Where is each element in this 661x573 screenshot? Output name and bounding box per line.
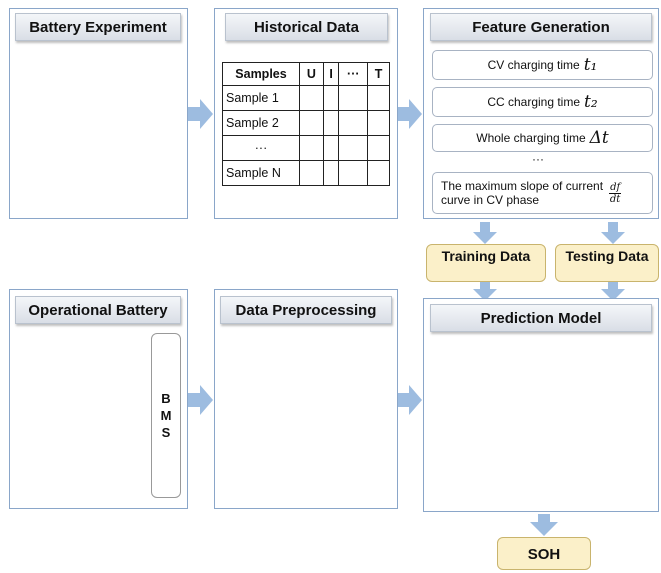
soh-box: SOH: [497, 537, 591, 570]
feature-cv-symbol: t₁: [583, 55, 598, 75]
feature-cc-time: CC charging time t₂: [432, 87, 653, 117]
bms-letter-b: B: [161, 391, 171, 406]
table-row: ···: [222, 135, 390, 161]
feature-whole-label: Whole charging time: [476, 131, 586, 145]
feature-max-slope: The maximum slope of current curve in CV…: [432, 172, 653, 214]
operational-battery-title: Operational Battery: [15, 296, 181, 324]
flow-arrow-4: [397, 385, 422, 415]
header-u: U: [299, 62, 324, 86]
testing-data-box: Testing Data: [555, 244, 659, 282]
feature-slope-line2: curve in CV phase: [441, 193, 540, 207]
feature-whole-symbol: Δt: [589, 128, 609, 148]
feature-slope-line1: The maximum slope of current: [441, 179, 604, 193]
feature-cv-label: CV charging time: [487, 58, 580, 72]
flow-arrow-2: [397, 99, 422, 129]
down-arrow-soh: [530, 514, 558, 536]
feature-ellipsis: ···: [532, 152, 544, 166]
table-row: Sample 2: [222, 110, 390, 136]
down-arrow-training-model: [473, 281, 497, 301]
row-label: Sample N: [222, 160, 300, 186]
feature-cv-time: CV charging time t₁: [432, 50, 653, 80]
down-arrow-training: [473, 222, 497, 244]
row-label: Sample 1: [222, 85, 300, 111]
prediction-model-title: Prediction Model: [430, 304, 652, 332]
feature-cc-symbol: t₂: [584, 92, 598, 112]
flow-arrow-3: [188, 385, 213, 415]
bms-box: B M S: [151, 333, 181, 498]
row-label: Sample 2: [222, 110, 300, 136]
battery-experiment-panel: [9, 8, 188, 219]
feature-slope-fraction: df dt: [609, 181, 622, 205]
prediction-model-panel: [423, 298, 659, 512]
header-samples: Samples: [222, 62, 300, 86]
down-arrow-testing: [601, 222, 625, 244]
header-i: I: [322, 62, 340, 86]
row-label: ···: [222, 135, 300, 161]
down-arrow-testing-model: [601, 281, 625, 301]
feature-slope-num: df: [609, 181, 622, 194]
training-data-box: Training Data: [426, 244, 546, 282]
header-ellipsis: ···: [338, 62, 369, 86]
data-preprocessing-title: Data Preprocessing: [220, 296, 392, 324]
flow-arrow-1: [188, 99, 213, 129]
feature-generation-title: Feature Generation: [430, 13, 652, 41]
data-preprocessing-panel: [214, 289, 398, 509]
feature-whole-time: Whole charging time Δt: [432, 124, 653, 152]
table-header-row: Samples U I ··· T: [222, 62, 390, 86]
table-row: Sample 1: [222, 85, 390, 111]
feature-cc-label: CC charging time: [487, 95, 581, 109]
table-row: Sample N: [222, 160, 390, 186]
bms-letter-s: S: [161, 425, 171, 440]
bms-letter-m: M: [160, 408, 172, 423]
battery-experiment-title: Battery Experiment: [15, 13, 181, 41]
historical-data-title: Historical Data: [225, 13, 388, 41]
historical-data-table: Samples U I ··· T Sample 1 Sample 2 ··· …: [222, 62, 390, 186]
header-t: T: [367, 62, 390, 86]
feature-slope-den: dt: [609, 193, 621, 205]
